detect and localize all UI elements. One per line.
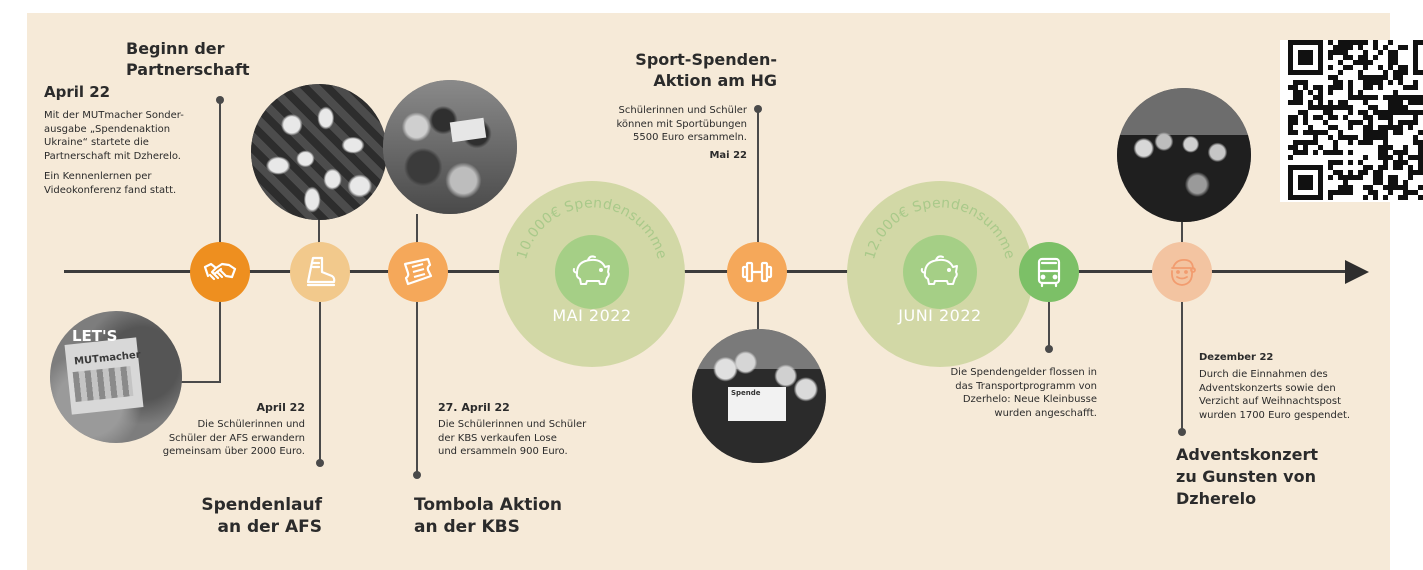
title-line: an der AFS	[217, 517, 322, 537]
text-line: das Transportprogramm von	[955, 380, 1097, 392]
text-line: Mit der MUTmacher Sonder-	[44, 110, 184, 121]
partnership-title: Beginn der Partnerschaft	[126, 38, 250, 80]
connector-line	[175, 381, 221, 383]
title-line: Spendenlauf	[201, 495, 322, 515]
april-heading: April 22	[44, 83, 111, 101]
timeline-axis	[64, 270, 1354, 273]
text-line: und ersammeln 900 Euro.	[438, 446, 568, 457]
text-line: Dzerhelo: Neue Kleinbusse	[962, 394, 1097, 405]
sport-text: Schülerinnen und Schüler können mit Spor…	[587, 104, 747, 163]
timeline-infographic: April 22 Mit der MUTmacher Sonder- ausga…	[27, 13, 1390, 570]
hiking-boot-icon	[306, 256, 336, 287]
milestone-may-piggy	[555, 235, 629, 309]
connector-line	[757, 302, 759, 334]
text-line: gemeinsam über 2000 Euro.	[162, 446, 305, 457]
hg-cheque-photo: Spende	[692, 329, 826, 463]
spendenlauf-node	[290, 242, 350, 302]
text-line: Die Spendengelder flossen in	[950, 367, 1097, 378]
text-line: Durch die Einnahmen des	[1199, 369, 1328, 380]
transport-node	[1019, 242, 1079, 302]
title-line: Beginn der	[126, 39, 225, 58]
text-line: können mit Sportübungen	[616, 118, 747, 130]
title-line: Sport-Spenden-	[635, 50, 777, 69]
mutmacher-photo: LET'S MUTmacher	[50, 311, 182, 443]
connector-line	[318, 220, 320, 243]
ticket-icon	[403, 257, 433, 286]
handshake-icon	[203, 262, 237, 281]
partnership-node	[190, 242, 250, 302]
text-line: Die Schülerinnen und Schüler	[438, 419, 587, 430]
text-line: wurden 1700 Euro gespendet.	[1199, 409, 1351, 421]
connector-line	[416, 214, 418, 243]
kbs-photo	[383, 80, 517, 214]
title-line: an der KBS	[414, 517, 520, 537]
title-line: Adventskonzert	[1176, 445, 1318, 464]
connector-line	[1181, 302, 1183, 431]
transport-text: Die Spendengelder flossen in das Transpo…	[917, 366, 1097, 420]
santa-icon	[1171, 259, 1196, 286]
connector-line	[1048, 302, 1050, 348]
text-line: der KBS verkaufen Lose	[438, 432, 557, 444]
title-line: Dzherelo	[1176, 489, 1257, 508]
text-line: Die Schülerinnen und	[197, 419, 305, 430]
event-date: Mai 22	[709, 149, 747, 161]
tombola-title: Tombola Aktion an der KBS	[414, 494, 594, 538]
spendenlauf-text: April 22 Die Schülerinnen und Schüler de…	[127, 401, 305, 459]
text-line: Ein Kennenlernen per	[44, 171, 152, 182]
text-line: ausgabe „Spendenaktion	[44, 123, 171, 135]
event-date: 27. April 22	[438, 401, 510, 414]
event-date: Dezember 22	[1199, 352, 1274, 363]
text-line: Schülerinnen und Schüler	[618, 105, 747, 116]
text-line: Verzicht auf Weihnachtspost	[1199, 396, 1342, 407]
connector-line	[219, 100, 221, 258]
bus-icon	[1037, 257, 1061, 288]
title-line: Aktion am HG	[653, 71, 777, 90]
connector-dot	[316, 459, 324, 467]
text-line: Partnerschaft mit Dzherelo.	[44, 150, 181, 162]
text-line: Schüler der AFS erwandern	[168, 432, 305, 444]
text-line: Videokonferenz fand statt.	[44, 184, 177, 196]
milestone-june-piggy	[903, 235, 977, 309]
piggy-bank-icon	[572, 255, 610, 285]
connector-dot	[413, 471, 421, 479]
tombola-node	[388, 242, 448, 302]
connector-line	[757, 109, 759, 243]
cheque-label: Spende	[731, 389, 761, 397]
qr-code-pattern	[1288, 40, 1423, 200]
connector-line	[219, 298, 221, 383]
title-line: Tombola Aktion	[414, 495, 562, 515]
afs-photo	[251, 84, 387, 220]
text-line: wurden angeschafft.	[994, 407, 1097, 419]
photo-sign-text: LET'S	[72, 327, 118, 345]
connector-line	[319, 302, 321, 462]
event-date: April 22	[256, 401, 306, 414]
timeline-arrowhead	[1345, 260, 1369, 284]
connector-line	[1181, 222, 1183, 243]
connector-dot	[1045, 345, 1053, 353]
sport-node	[727, 242, 787, 302]
advent-node	[1152, 242, 1212, 302]
advent-text: Dezember 22 Durch die Einnahmen des Adve…	[1199, 351, 1384, 422]
advent-title: Adventskonzert zu Gunsten von Dzherelo	[1176, 444, 1376, 510]
qr-code[interactable]	[1280, 40, 1423, 202]
connector-line	[416, 302, 418, 475]
april-intro-text: Mit der MUTmacher Sonder- ausgabe „Spend…	[44, 109, 224, 197]
spendenlauf-title: Spendenlauf an der AFS	[177, 494, 322, 538]
connector-dot	[1178, 428, 1186, 436]
title-line: zu Gunsten von	[1176, 467, 1316, 486]
tombola-text: 27. April 22 Die Schülerinnen und Schüle…	[438, 401, 638, 459]
milestone-may-label: MAI 2022	[552, 306, 632, 325]
title-line: Partnerschaft	[126, 60, 250, 79]
text-line: Ukraine“ startete die	[44, 137, 149, 148]
milestone-june-label: JUNI 2022	[898, 306, 982, 325]
concert-photo	[1117, 88, 1251, 222]
sport-title: Sport-Spenden- Aktion am HG	[587, 49, 777, 91]
text-line: 5500 Euro ersammeln.	[632, 132, 747, 143]
dumbbell-icon	[741, 261, 773, 283]
piggy-bank-icon	[920, 255, 958, 285]
text-line: Adventskonzerts sowie den	[1199, 382, 1336, 394]
